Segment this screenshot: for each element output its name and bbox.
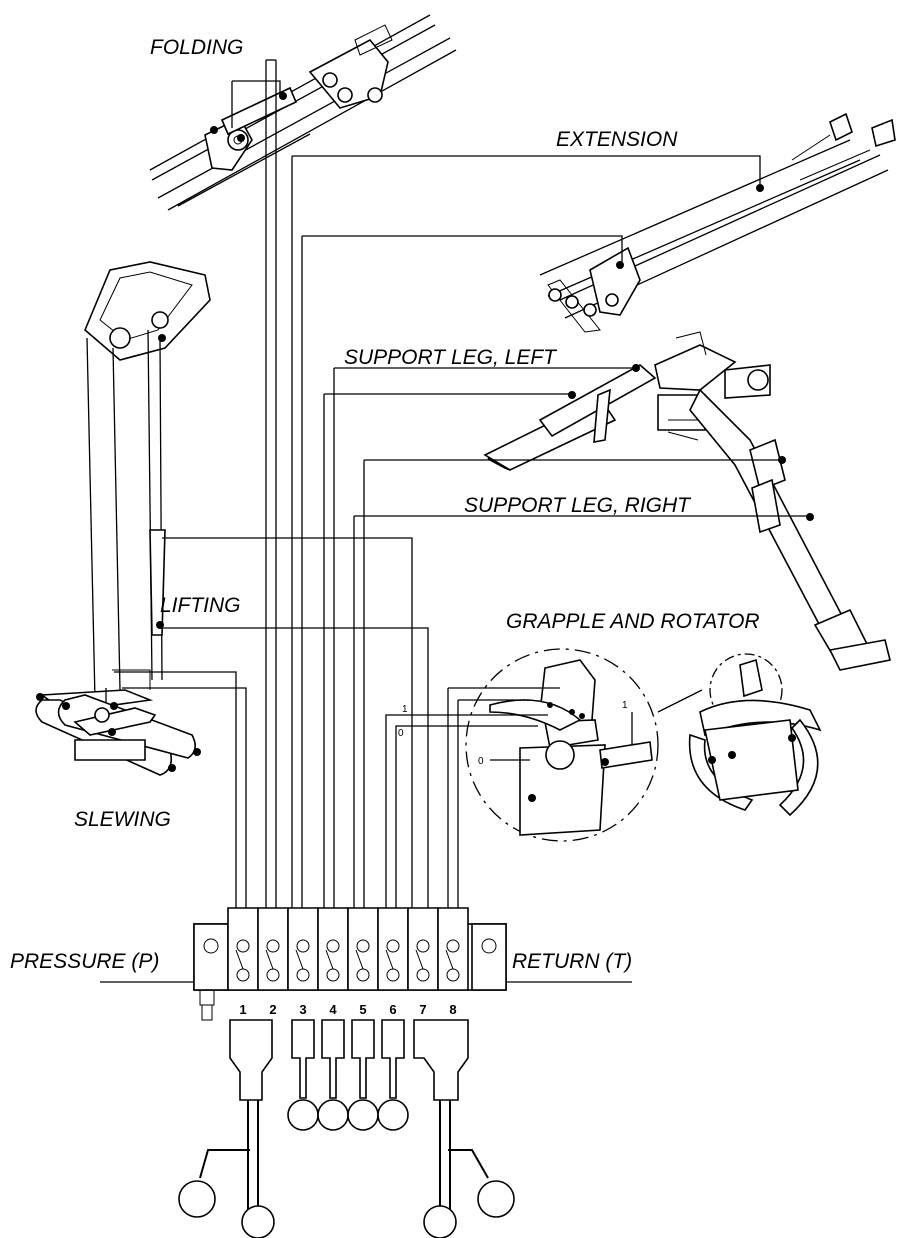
valve-section-8 bbox=[437, 907, 469, 991]
valve-section-1 bbox=[227, 907, 259, 991]
lever-knob bbox=[377, 1099, 409, 1131]
valve-section-6 bbox=[377, 907, 409, 991]
lifting-slewing-drawing bbox=[35, 261, 429, 908]
section-number-7: 7 bbox=[419, 1002, 426, 1017]
label-support-leg-left: SUPPORT LEG, LEFT bbox=[344, 346, 558, 369]
section-number-8: 8 bbox=[449, 1002, 456, 1017]
pipe-lines bbox=[265, 59, 365, 908]
label-extension: EXTENSION bbox=[556, 128, 678, 151]
section-number-5: 5 bbox=[359, 1002, 366, 1017]
label-grapple-and-rotator: GRAPPLE AND ROTATOR bbox=[506, 610, 760, 633]
section-number-4: 4 bbox=[329, 1002, 337, 1017]
extension-boom-drawing bbox=[292, 112, 896, 333]
support-legs-drawing bbox=[324, 331, 891, 671]
lever-knob bbox=[317, 1099, 349, 1131]
lever-knob bbox=[477, 1180, 515, 1218]
lever-knob bbox=[287, 1099, 319, 1131]
valve-section-3 bbox=[287, 907, 319, 991]
grapple-position-b1: 1 bbox=[622, 700, 628, 711]
valve-section-7 bbox=[407, 907, 439, 991]
section-number-1: 1 bbox=[239, 1002, 246, 1017]
grapple-position-a1: 1 bbox=[402, 704, 408, 715]
label-folding: FOLDING bbox=[150, 36, 243, 59]
lever-knob bbox=[347, 1099, 379, 1131]
label-pressure: PRESSURE (P) bbox=[10, 950, 159, 973]
grapple-position-a0: 0 bbox=[398, 728, 404, 739]
label-lifting: LIFTING bbox=[160, 594, 241, 617]
control-levers bbox=[178, 1019, 515, 1238]
lever-knob bbox=[423, 1205, 457, 1238]
label-return: RETURN (T) bbox=[512, 950, 632, 973]
label-slewing: SLEWING bbox=[74, 808, 171, 831]
valve-block: 1 2 3 4 5 6 7 8 bbox=[100, 907, 632, 1021]
valve-section-4 bbox=[317, 907, 349, 991]
section-number-2: 2 bbox=[269, 1002, 276, 1017]
label-support-leg-right: SUPPORT LEG, RIGHT bbox=[464, 494, 692, 517]
lever-knob bbox=[178, 1180, 216, 1218]
valve-section-2 bbox=[257, 907, 289, 991]
grapple-rotator-drawing bbox=[385, 648, 822, 908]
grapple-position-b0: 0 bbox=[478, 756, 484, 767]
folding-boom-drawing bbox=[149, 14, 457, 211]
valve-section-5 bbox=[347, 907, 379, 991]
section-number-3: 3 bbox=[299, 1002, 306, 1017]
lever-knob bbox=[241, 1205, 275, 1238]
section-number-6: 6 bbox=[389, 1002, 396, 1017]
